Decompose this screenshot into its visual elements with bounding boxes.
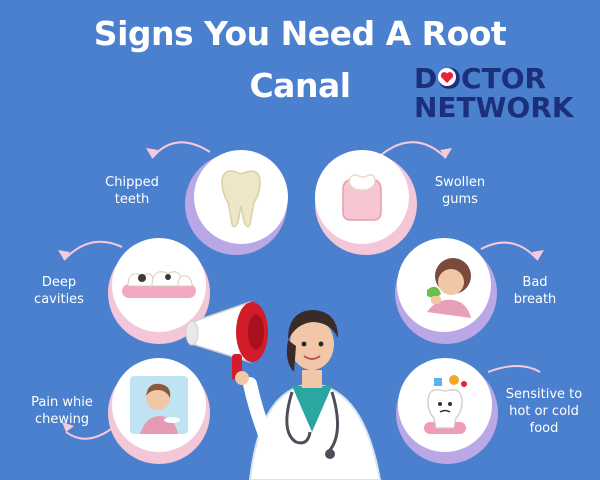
- label-chipped-teeth: Chipped teeth: [92, 174, 172, 208]
- arrow-swollen: [380, 141, 447, 159]
- sign-bad-breath: [397, 238, 491, 332]
- cavity-icon: [122, 271, 196, 298]
- label-sensitive-line3: food: [529, 421, 559, 436]
- logo-graphic: DOCTOR NETWORK: [414, 62, 575, 124]
- label-chipped-line1: Chipped: [105, 175, 159, 190]
- doctor-network-logo: DOCTOR NETWORK: [412, 62, 582, 124]
- sign-pain-chewing: [112, 358, 206, 452]
- label-bad-breath: Bad breath: [500, 274, 570, 308]
- heart-icon: [438, 68, 456, 86]
- label-chewing-line2: chewing: [34, 412, 90, 427]
- sign-deep-cavities: [112, 238, 206, 332]
- label-pain-chewing: Pain whie chewing: [20, 394, 104, 428]
- tooth-icon: [221, 170, 261, 228]
- megaphone-icon: [185, 300, 268, 380]
- gum-icon: [342, 174, 382, 221]
- label-sensitive-food: Sensitive to hot or cold food: [498, 386, 590, 437]
- label-swollen-gums: Swollen gums: [420, 174, 500, 208]
- doctor-illustration: [185, 300, 382, 480]
- label-cavities-line1: Deep: [41, 275, 77, 290]
- label-swollen-line1: Swollen: [434, 175, 486, 190]
- arrow-cavities: [63, 240, 123, 261]
- label-chipped-line2: teeth: [114, 192, 150, 207]
- logo-text-line-1: DOCTOR: [414, 62, 546, 95]
- arrow-chipped: [151, 141, 211, 159]
- sign-swollen-gums: [315, 150, 409, 244]
- sign-chipped-teeth: [194, 150, 288, 244]
- label-deep-cavities: Deep cavities: [24, 274, 94, 308]
- label-chewing-line1: Pain whie: [31, 395, 93, 410]
- chewing-pain-icon: [130, 376, 188, 434]
- title-line-2: Canal: [249, 66, 351, 105]
- sign-sensitive-food: [398, 358, 492, 452]
- bad-breath-icon: [427, 258, 471, 318]
- label-cavities-line2: cavities: [34, 292, 84, 307]
- arrow-sensitive: [487, 365, 541, 373]
- label-sensitive-line2: hot or cold: [509, 404, 579, 419]
- label-sensitive-line1: Sensitive to: [505, 387, 583, 402]
- label-breath-line1: Bad: [522, 275, 548, 290]
- arrow-breath: [480, 241, 539, 261]
- sensitive-tooth-icon: [424, 375, 467, 434]
- logo-text-line-2: NETWORK: [414, 91, 575, 122]
- title-line-1: Signs You Need A Root: [93, 14, 507, 53]
- label-breath-line2: breath: [513, 292, 557, 307]
- label-swollen-line2: gums: [442, 192, 478, 207]
